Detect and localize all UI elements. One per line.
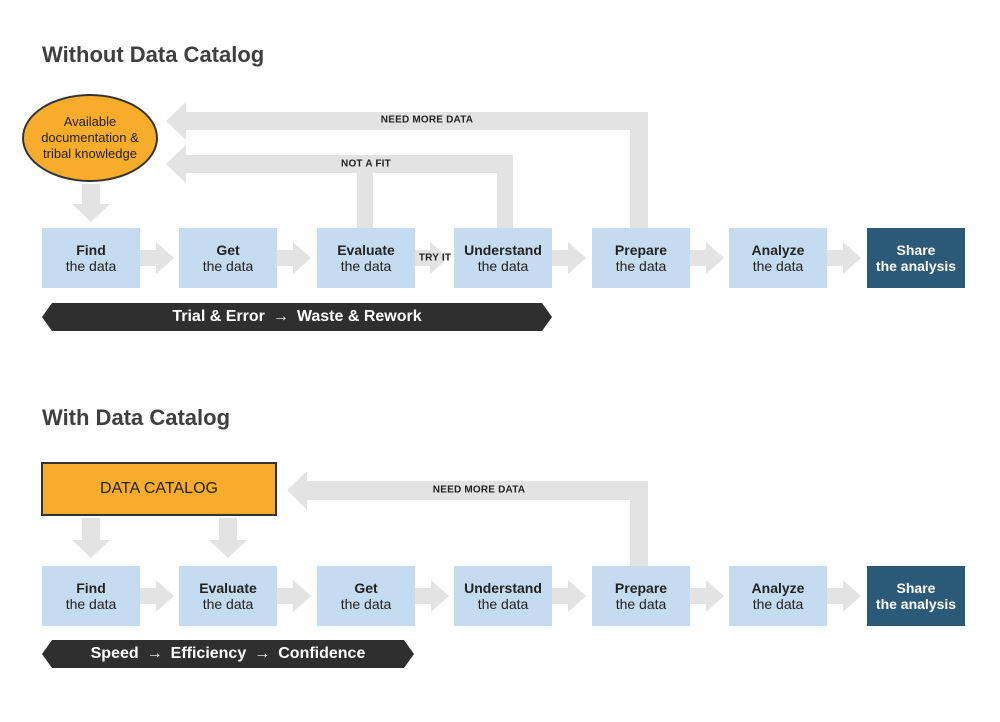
step-arrow-1 <box>140 242 174 274</box>
step-evaluate-b-subtitle: the data <box>202 596 254 612</box>
step-arrow-b1 <box>140 580 174 612</box>
step-share-title: Share <box>896 242 936 258</box>
step-prepare-b-title: Prepare <box>614 580 668 596</box>
step-analyze-b-title: Analyze <box>751 580 805 596</box>
step-arrow-b5 <box>690 580 724 612</box>
step-evaluate-b: Evaluate the data <box>179 566 277 626</box>
step-get-b: Get the data <box>317 566 415 626</box>
step-arrow-b2 <box>277 580 311 612</box>
step-analyze-b-subtitle: the data <box>752 596 804 612</box>
step-analyze-subtitle: the data <box>752 258 804 274</box>
loop-need-more-arrow <box>166 102 648 228</box>
step-share-b-title: Share <box>896 580 936 596</box>
step-get: Get the data <box>179 228 277 288</box>
step-analyze-b: Analyze the data <box>729 566 827 626</box>
banner-b-part-3: Confidence <box>278 645 366 662</box>
step-get-title: Get <box>216 242 240 258</box>
step-arrow-2 <box>277 242 311 274</box>
step-arrow-3 <box>415 242 448 274</box>
section-title-without: Without Data Catalog <box>42 42 265 67</box>
step-understand-b: Understand the data <box>454 566 552 626</box>
step-arrow-b4 <box>552 580 586 612</box>
step-share: Share the analysis <box>867 228 965 288</box>
step-understand-subtitle: the data <box>477 258 529 274</box>
step-find-b-subtitle: the data <box>65 596 117 612</box>
step-understand-title: Understand <box>464 242 542 258</box>
step-understand-b-subtitle: the data <box>477 596 529 612</box>
step-find-subtitle: the data <box>65 258 117 274</box>
section-title-with: With Data Catalog <box>42 405 231 430</box>
step-find: Find the data <box>42 228 140 288</box>
step-get-b-subtitle: the data <box>340 596 392 612</box>
banner-b-part-2: Efficiency <box>170 645 247 662</box>
step-arrow-4 <box>552 242 586 274</box>
tribal-knowledge-oval: Available documentation & tribal knowled… <box>22 94 158 182</box>
banner-b-arrow-2-icon: → <box>254 645 271 662</box>
step-understand: Understand the data <box>454 228 552 288</box>
speed-banner: Speed → Efficiency → Confidence <box>42 640 414 668</box>
not-a-fit-label: NOT A FIT <box>341 158 391 170</box>
step-prepare: Prepare the data <box>592 228 690 288</box>
loop-not-fit-arrow <box>166 145 513 228</box>
step-prepare-subtitle: the data <box>615 258 667 274</box>
step-share-b-subtitle: the analysis <box>875 596 957 612</box>
catalog-to-evaluate-arrow <box>209 518 247 558</box>
banner-part-1: Trial & Error <box>172 308 265 325</box>
step-find-b: Find the data <box>42 566 140 626</box>
step-arrow-b3 <box>415 580 449 612</box>
step-evaluate-b-title: Evaluate <box>199 580 257 596</box>
step-share-b: Share the analysis <box>867 566 965 626</box>
catalog-to-find-arrow <box>72 518 110 558</box>
banner-arrow-icon: → <box>272 308 289 325</box>
step-evaluate-title: Evaluate <box>337 242 395 258</box>
step-arrow-5 <box>690 242 724 274</box>
step-arrow-b6 <box>827 580 861 612</box>
oval-to-find-arrow <box>72 184 110 222</box>
step-analyze: Analyze the data <box>729 228 827 288</box>
step-find-b-title: Find <box>76 580 106 596</box>
step-evaluate: Evaluate the data <box>317 228 415 288</box>
step-prepare-b-subtitle: the data <box>615 596 667 612</box>
step-prepare-title: Prepare <box>614 242 668 258</box>
try-it-label: TRY IT <box>418 252 452 264</box>
data-catalog-box: DATA CATALOG <box>41 462 277 516</box>
step-get-b-title: Get <box>354 580 378 596</box>
step-prepare-b: Prepare the data <box>592 566 690 626</box>
banner-part-2: Waste & Rework <box>296 308 422 325</box>
step-analyze-title: Analyze <box>751 242 805 258</box>
trial-error-banner: Trial & Error → Waste & Rework <box>42 303 552 331</box>
step-arrow-6 <box>827 242 861 274</box>
need-more-data-label-b: NEED MORE DATA <box>432 484 526 496</box>
step-understand-b-title: Understand <box>464 580 542 596</box>
loop-need-more-arrow-b <box>287 471 648 566</box>
step-get-subtitle: the data <box>202 258 254 274</box>
need-more-data-label: NEED MORE DATA <box>380 114 474 126</box>
banner-b-part-1: Speed <box>90 645 139 662</box>
step-share-subtitle: the analysis <box>875 258 957 274</box>
step-evaluate-subtitle: the data <box>340 258 392 274</box>
banner-b-arrow-1-icon: → <box>146 645 163 662</box>
step-find-title: Find <box>76 242 106 258</box>
